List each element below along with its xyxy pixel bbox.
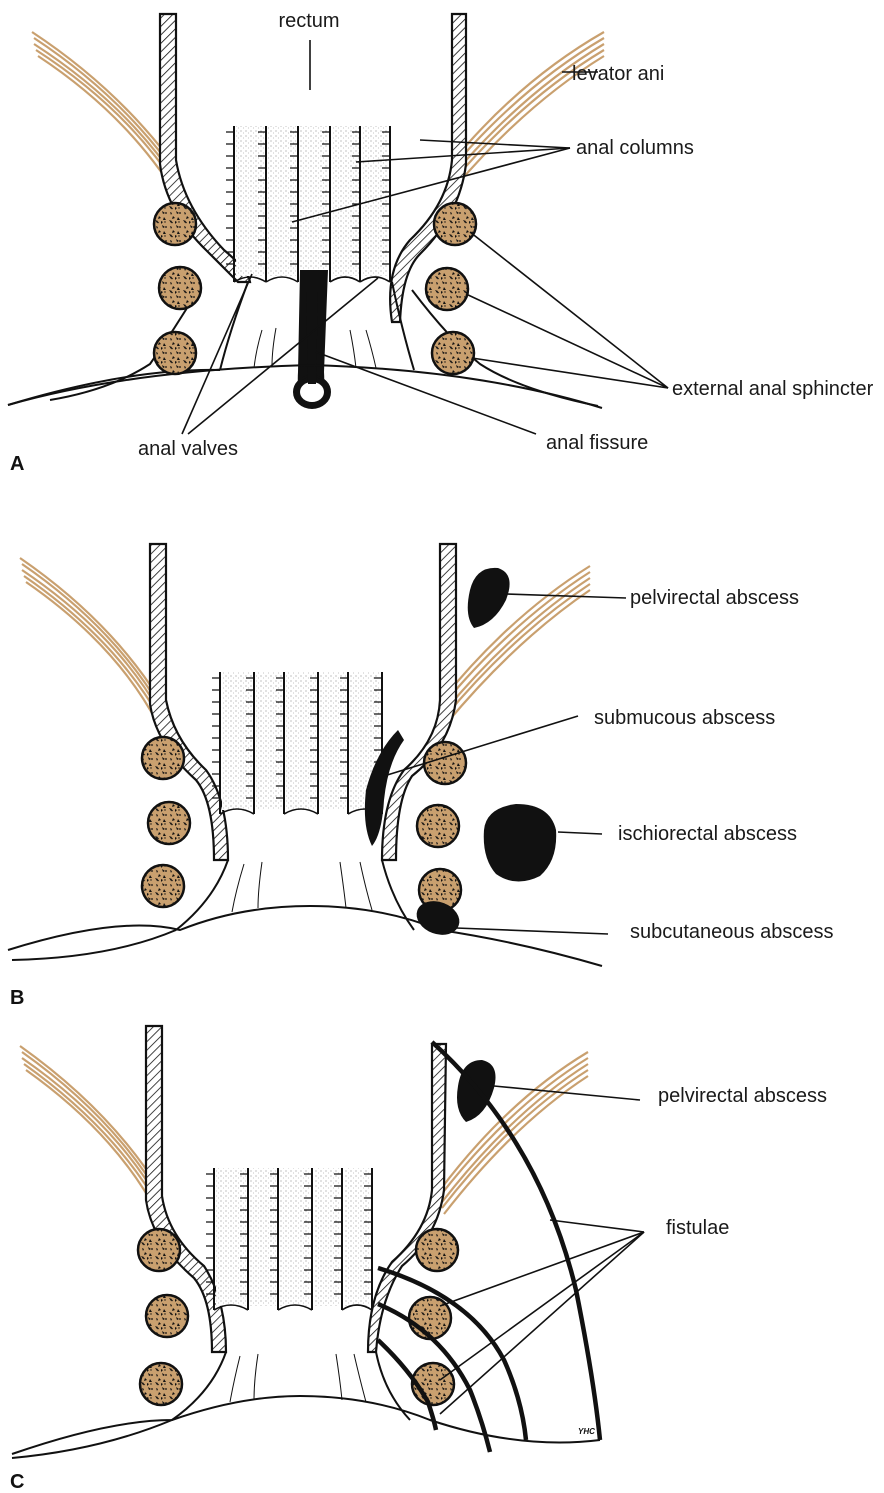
leader-lines-c [440, 1086, 644, 1414]
external-anal-sphincter-right [417, 742, 466, 911]
levator-ani-muscle-right [452, 32, 604, 186]
panel-letter-b: B [10, 987, 24, 1009]
external-anal-sphincter-right [426, 203, 476, 374]
label-submucous-abscess: submucous abscess [594, 707, 775, 729]
ischiorectal-abscess [484, 804, 556, 882]
label-anal-fissure: anal fissure [546, 432, 648, 454]
levator-ani-muscle-left [20, 558, 160, 724]
panel-letter-c: C [10, 1471, 24, 1493]
label-pelvirectal-abscess: pelvirectal abscess [658, 1085, 827, 1107]
artist-initials: YHC [578, 1427, 595, 1436]
anal-columns [226, 126, 390, 282]
panel-b: pelvirectal abscess submucous abscess is… [8, 544, 833, 1009]
panel-letter-a: A [10, 453, 24, 475]
anal-canal-skin [12, 1352, 600, 1458]
levator-ani-muscle-right [442, 566, 590, 724]
label-anal-columns: anal columns [576, 137, 694, 159]
label-fistulae: fistulae [666, 1217, 729, 1239]
external-anal-sphincter-left [138, 1229, 188, 1405]
panel-a: rectum levator ani anal columns external… [8, 10, 874, 475]
label-pelvirectal-abscess: pelvirectal abscess [630, 587, 799, 609]
panel-c: YHC pelvirectal abscess fistulae C [10, 1026, 827, 1493]
label-rectum: rectum [278, 10, 339, 32]
label-external-anal-sphincter: external anal sphincter [672, 378, 874, 400]
external-anal-sphincter-left [142, 737, 190, 907]
anal-columns [212, 672, 382, 814]
levator-ani-muscle-left [32, 32, 178, 194]
label-subcutaneous-abscess: subcutaneous abscess [630, 921, 833, 943]
label-levator-ani: levator ani [572, 63, 664, 85]
pelvirectal-abscess [468, 568, 510, 628]
external-anal-sphincter-right [409, 1229, 458, 1405]
anal-columns [206, 1168, 372, 1310]
label-anal-valves: anal valves [138, 438, 238, 460]
label-ischiorectal-abscess: ischiorectal abscess [618, 823, 797, 845]
external-anal-sphincter-left [154, 203, 201, 374]
levator-ani-muscle-left [20, 1046, 160, 1214]
